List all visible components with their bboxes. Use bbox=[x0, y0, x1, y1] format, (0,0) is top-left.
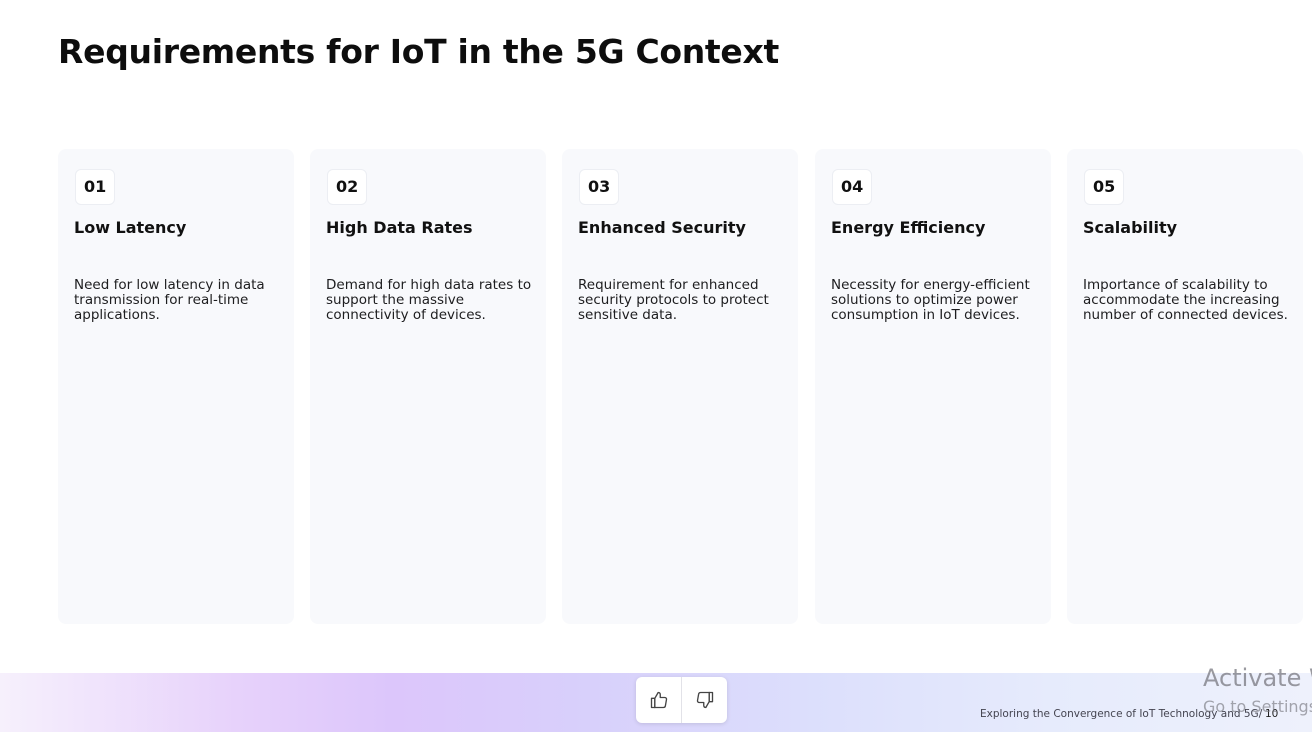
thumbs-up-button[interactable] bbox=[636, 677, 681, 723]
card-title: Energy Efficiency bbox=[831, 218, 986, 237]
card-description: Necessity for energy-efficient solutions… bbox=[831, 277, 1030, 323]
card-description: Demand for high data rates to support th… bbox=[326, 277, 532, 323]
page-separator: / bbox=[1258, 708, 1263, 720]
presentation-title-footer: Exploring the Convergence of IoT Technol… bbox=[980, 708, 1262, 720]
card-title: Scalability bbox=[1083, 218, 1178, 237]
card-number-badge: 02 bbox=[327, 169, 368, 205]
requirement-card-low-latency: 01 Low Latency Need for low latency in d… bbox=[58, 149, 294, 624]
requirement-card-high-data-rates: 02 High Data Rates Demand for high data … bbox=[310, 149, 546, 624]
card-title: Low Latency bbox=[74, 218, 187, 237]
card-number-badge: 04 bbox=[832, 169, 873, 205]
thumbs-down-icon bbox=[696, 691, 713, 709]
requirement-card-energy-efficiency: 04 Energy Efficiency Necessity for energ… bbox=[815, 149, 1051, 624]
slide-title: Requirements for IoT in the 5G Context bbox=[58, 32, 779, 71]
page-number: 10 bbox=[1265, 708, 1279, 720]
card-number-badge: 05 bbox=[1084, 169, 1125, 205]
card-title: High Data Rates bbox=[326, 218, 473, 237]
card-number-badge: 03 bbox=[579, 169, 620, 205]
requirement-card-enhanced-security: 03 Enhanced Security Requirement for enh… bbox=[562, 149, 798, 624]
thumbs-down-button[interactable] bbox=[682, 677, 727, 723]
activate-windows-watermark: Activate W bbox=[1203, 664, 1312, 692]
card-title: Enhanced Security bbox=[578, 218, 746, 237]
feedback-widget bbox=[636, 677, 727, 723]
requirement-card-scalability: 05 Scalability Importance of scalability… bbox=[1067, 149, 1303, 624]
thumbs-up-icon bbox=[650, 691, 667, 709]
presentation-title: Exploring the Convergence of IoT Technol… bbox=[980, 708, 1259, 720]
requirements-cards: 01 Low Latency Need for low latency in d… bbox=[58, 149, 1312, 624]
card-number-badge: 01 bbox=[75, 169, 116, 205]
go-to-settings-watermark: Go to Settings bbox=[1203, 697, 1312, 716]
card-description: Need for low latency in data transmissio… bbox=[74, 277, 265, 323]
card-description: Importance of scalability to accommodate… bbox=[1083, 277, 1288, 323]
feedback-divider bbox=[681, 677, 682, 723]
card-description: Requirement for enhanced security protoc… bbox=[578, 277, 769, 323]
